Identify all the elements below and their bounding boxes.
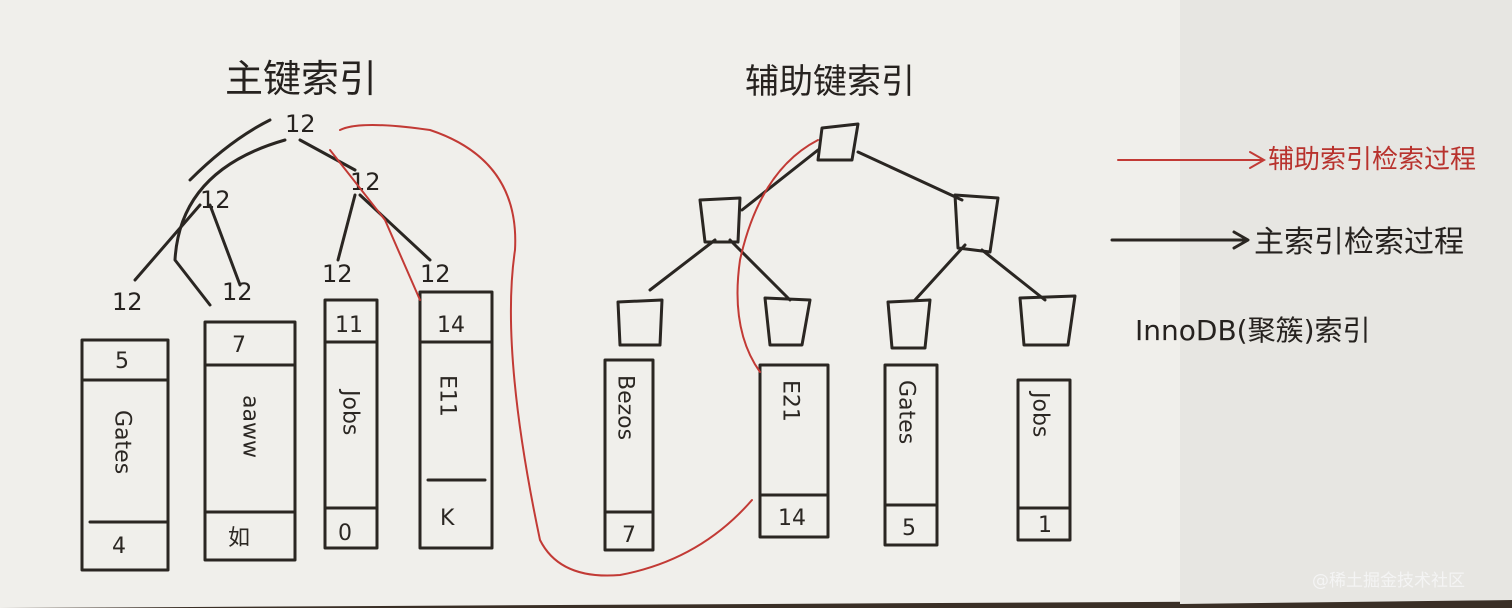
primary-level3-node-4: 12 — [420, 260, 451, 288]
leaf-pk: 1 — [1038, 513, 1052, 538]
secondary-level3-node-4 — [1018, 294, 1077, 347]
leaf-name: Gates — [894, 380, 919, 444]
leaf-name: Bezos — [613, 375, 638, 440]
leaf-frame — [603, 358, 655, 552]
primary-level2-node-left: 12 — [200, 186, 231, 214]
red-path-secondary-descent — [736, 139, 819, 373]
primary-tree: 12 12 12 12 12 12 12 5 Gates 4 7 aaww — [80, 110, 494, 572]
legend-black-label: 主索引检索过程 — [1254, 225, 1464, 260]
secondary-leaf-3: Gates 5 — [883, 363, 939, 547]
leaf-value: 4 — [112, 534, 126, 559]
leaf-frame — [418, 290, 494, 550]
leaf-pk: 7 — [622, 523, 636, 548]
leaf-name: E21 — [778, 380, 803, 422]
primary-edge-right-2 — [358, 193, 432, 262]
secondary-leaf-1: Bezos 7 — [603, 358, 655, 552]
secondary-level2-node-left — [698, 196, 742, 244]
leaf-frame — [883, 363, 939, 547]
leaf-frame — [80, 338, 170, 572]
secondary-edge-left-1 — [648, 238, 717, 292]
leaf-value: 如 — [228, 526, 250, 551]
leaf-name: Gates — [110, 410, 135, 474]
primary-level3-node-1: 12 — [112, 288, 143, 316]
legend: 辅助索引检索过程 主索引检索过程 InnoDB(聚簇)索引 — [1110, 145, 1476, 347]
leaf-name: aaww — [238, 395, 263, 458]
leaf-key: 7 — [232, 333, 246, 358]
leaf-name: Jobs — [338, 388, 363, 435]
leaf-pk: 14 — [778, 506, 806, 531]
secondary-level2-node-right — [953, 193, 1000, 254]
secondary-level3-node-1 — [616, 298, 664, 347]
paper-shade — [1180, 0, 1512, 604]
leaf-key: 11 — [335, 313, 363, 338]
primary-edge-right-1 — [336, 193, 357, 262]
secondary-tree: Bezos 7 E21 14 Gates 5 Jobs 1 — [603, 122, 1077, 552]
primary-edge-left-2 — [208, 203, 242, 287]
secondary-index-title: 辅助键索引 — [745, 62, 915, 102]
legend-engine-label: InnoDB(聚簇)索引 — [1135, 314, 1371, 347]
secondary-edge-right-1 — [913, 243, 967, 302]
secondary-edge-right-2 — [980, 248, 1047, 302]
leaf-frame — [758, 363, 830, 539]
primary-edge-root-left — [188, 118, 272, 182]
leaf-value: 0 — [338, 521, 352, 546]
primary-level3-node-3: 12 — [322, 260, 353, 288]
leaf-value: K — [440, 506, 455, 531]
red-path-lookup-primary — [339, 124, 753, 577]
leaf-frame — [323, 298, 379, 550]
leaf-frame — [203, 320, 297, 562]
leaf-key: 5 — [115, 349, 129, 374]
secondary-leaf-2: E21 14 — [758, 363, 830, 539]
leaf-name: Jobs — [1028, 390, 1053, 437]
leaf-pk: 5 — [902, 516, 916, 541]
secondary-edge-root-right — [856, 150, 964, 202]
primary-index-title: 主键索引 — [225, 57, 377, 101]
secondary-edge-left-2 — [728, 238, 792, 302]
legend-black-arrowhead — [1232, 230, 1250, 250]
legend-red-arrowhead — [1249, 151, 1267, 169]
secondary-level3-node-2 — [763, 296, 812, 347]
primary-leaf-4: 14 E11 K — [418, 290, 494, 550]
leaf-key: 14 — [437, 313, 465, 338]
primary-leaf-3: 11 Jobs 0 — [323, 298, 379, 550]
secondary-edge-root-left — [740, 148, 820, 212]
primary-edge-left-1 — [133, 203, 202, 282]
primary-level3-node-2: 12 — [222, 278, 253, 306]
watermark: @稀土掘金技术社区 — [1312, 571, 1465, 591]
legend-red-label: 辅助索引检索过程 — [1268, 145, 1476, 175]
primary-root-node: 12 — [285, 110, 316, 138]
secondary-leaf-4: Jobs 1 — [1016, 378, 1072, 542]
primary-edge-root-right — [298, 138, 357, 172]
leaf-frame — [1016, 378, 1072, 542]
leaf-name: E11 — [435, 375, 460, 417]
primary-leaf-1: 5 Gates 4 — [80, 338, 170, 572]
primary-leaf-2: 7 aaww 如 — [203, 320, 297, 562]
red-path-primary-descent — [329, 149, 421, 301]
primary-edge-root-down — [173, 138, 287, 307]
